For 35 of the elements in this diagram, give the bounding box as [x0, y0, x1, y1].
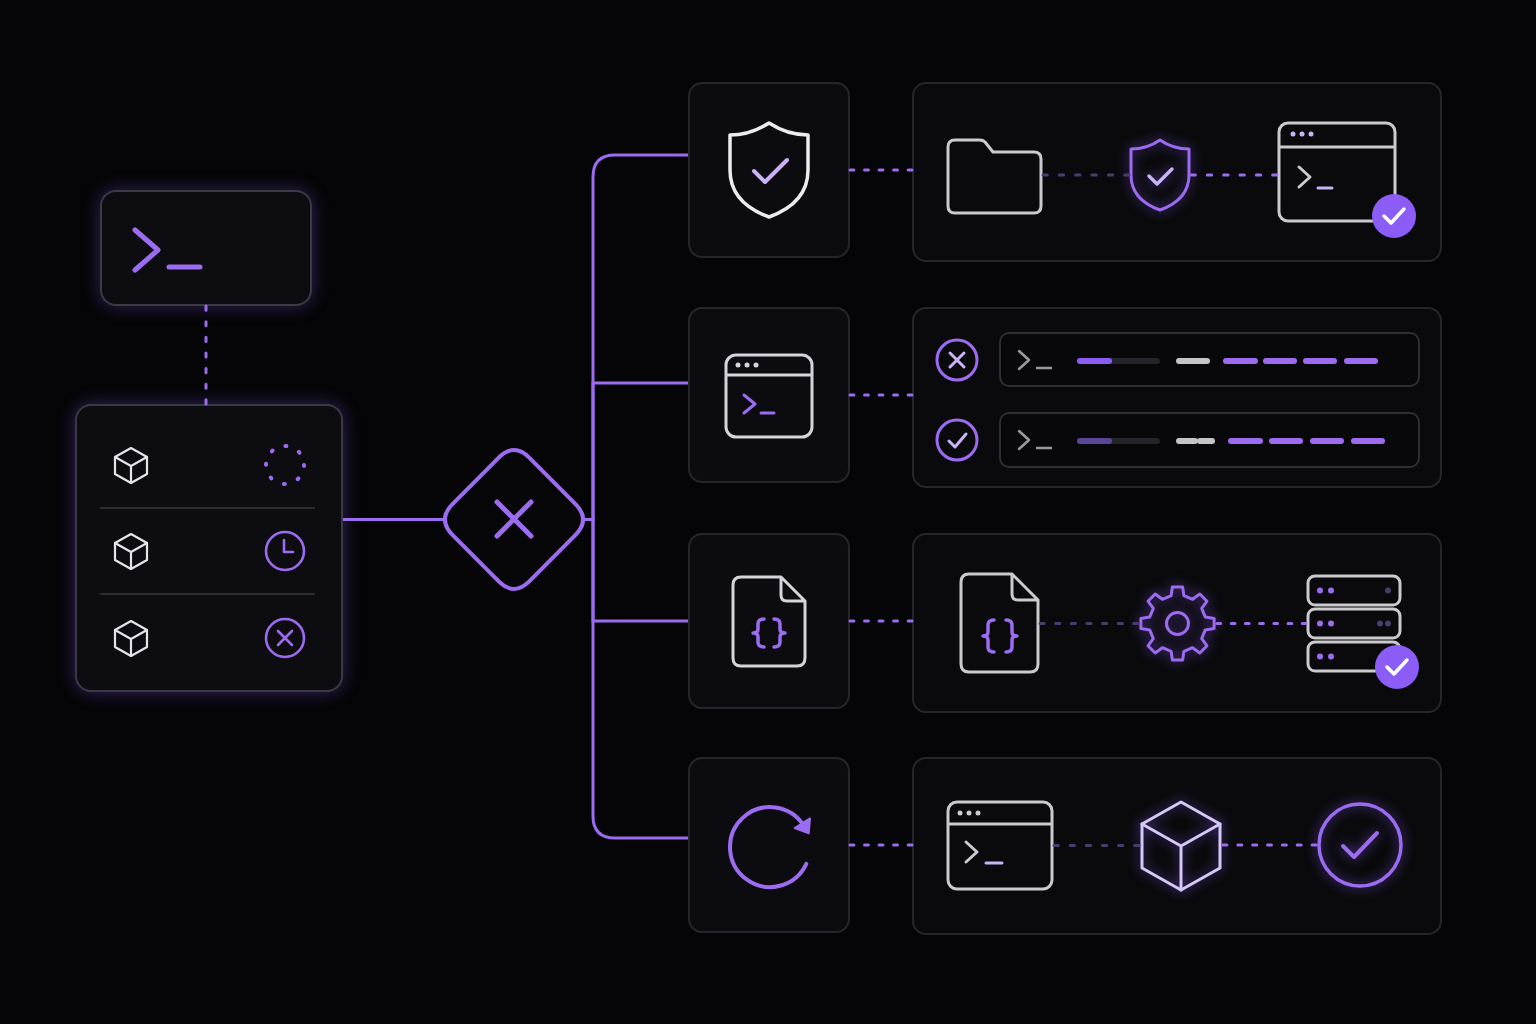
decision-diamond [443, 448, 585, 591]
terminal-window-icon [946, 800, 1054, 891]
check-circle-icon [1316, 801, 1404, 889]
prompt-card [100, 190, 312, 306]
dashed-connector [1215, 622, 1308, 625]
task-list-panel [75, 404, 343, 692]
gear-icon [1138, 584, 1217, 663]
terminal-window-check-icon [1277, 121, 1419, 239]
dashed-connector [1052, 844, 1141, 847]
server-check-icon [1306, 574, 1420, 691]
dashed-connector [1221, 843, 1318, 847]
dashed-connector [1189, 173, 1279, 177]
dashed-connector [204, 304, 208, 406]
icon-card [688, 307, 850, 483]
dashed-connector [848, 843, 914, 847]
dashed-connector [848, 168, 914, 172]
dashed-connector [1041, 173, 1131, 177]
step-panel [912, 307, 1442, 488]
dashed-connector [848, 393, 914, 397]
step-panel [912, 533, 1442, 713]
cube-icon [1139, 799, 1223, 893]
connector [585, 518, 688, 840]
dashed-connector [848, 619, 914, 623]
log-row [999, 412, 1420, 468]
connector [343, 518, 443, 521]
shield-check-icon [1129, 138, 1191, 212]
step-panel [912, 82, 1442, 262]
icon-card [688, 82, 850, 258]
icon-card [688, 533, 850, 709]
folder-icon [946, 138, 1043, 215]
dashed-connector [1038, 622, 1140, 625]
code-file-icon [959, 572, 1040, 674]
icon-card [688, 757, 850, 933]
log-row [999, 332, 1420, 387]
step-panel [912, 757, 1442, 935]
